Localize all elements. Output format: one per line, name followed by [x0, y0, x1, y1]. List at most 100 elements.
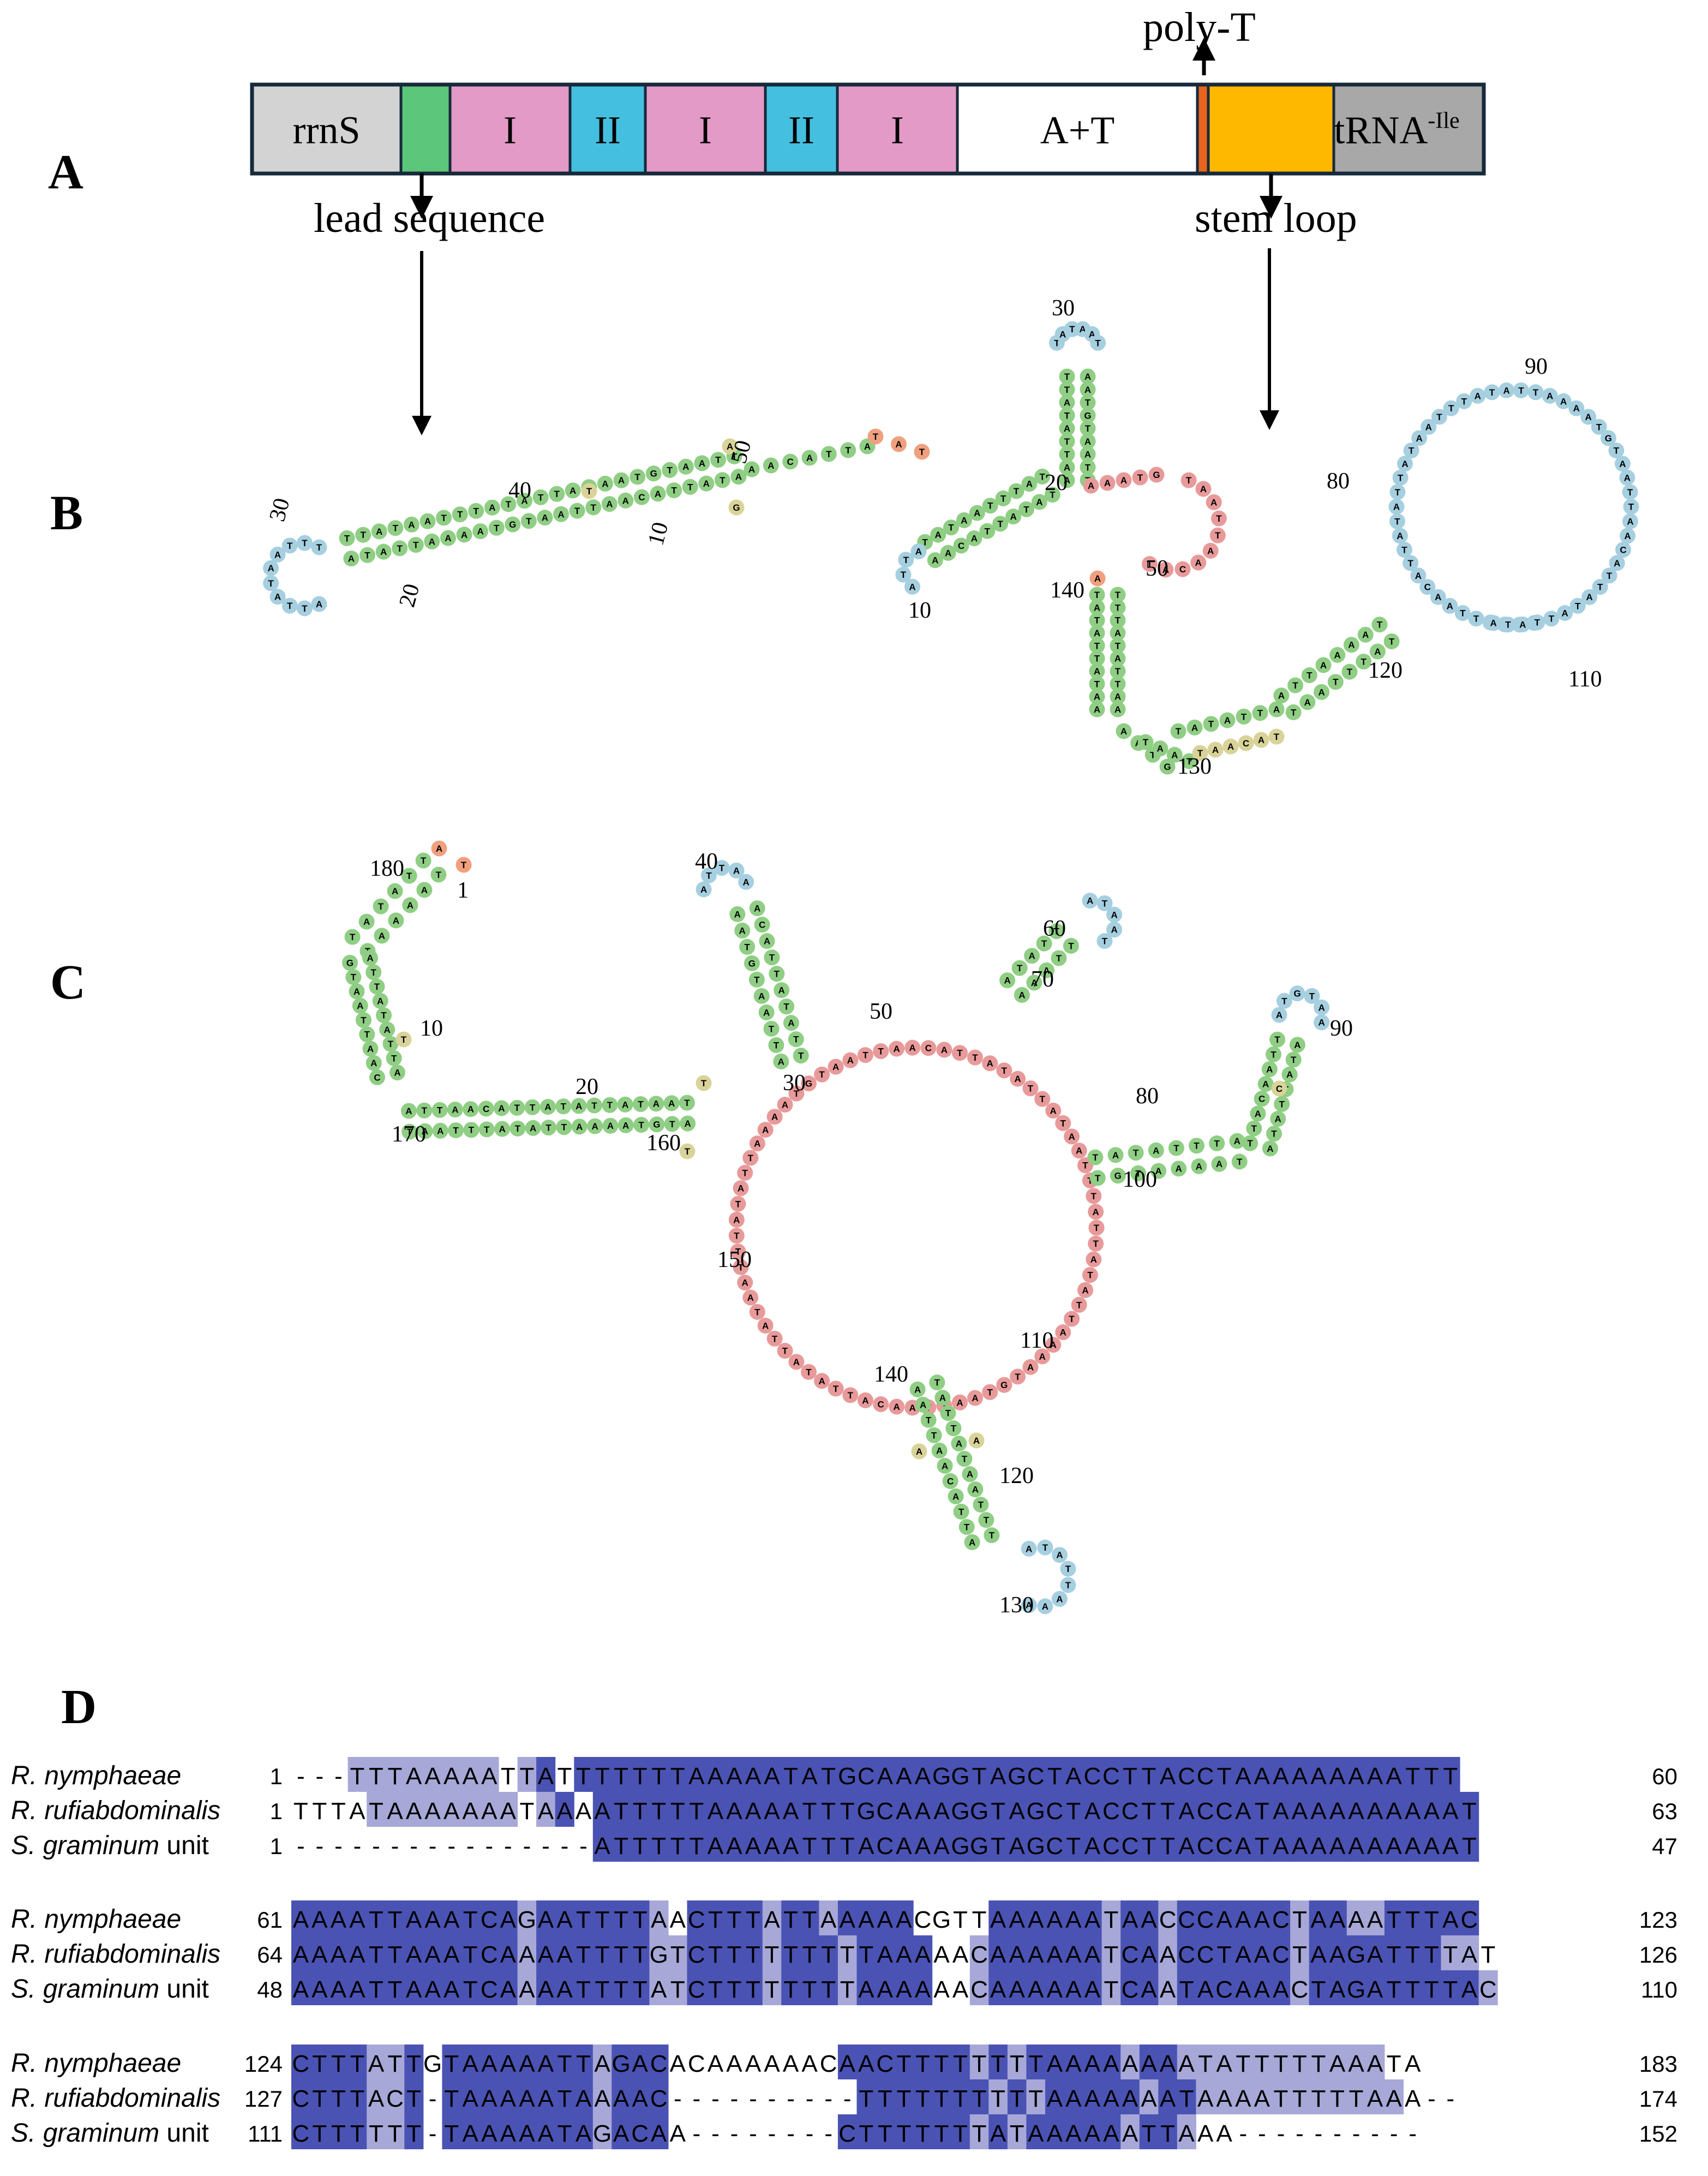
svg-text:T: T	[859, 2085, 873, 2112]
svg-text:A: A	[1111, 910, 1117, 920]
nucleotide: T	[373, 898, 389, 914]
nucleotide: A	[1031, 494, 1047, 510]
svg-text:A: A	[500, 1798, 517, 1825]
svg-text:A: A	[956, 1397, 963, 1408]
svg-text:T: T	[371, 967, 377, 978]
svg-text:T: T	[316, 542, 322, 553]
nucleotide: A	[1077, 1282, 1093, 1298]
svg-text:T: T	[735, 1199, 741, 1209]
nucleotide: T	[359, 1026, 375, 1043]
svg-text:T: T	[735, 1247, 741, 1257]
svg-text:C: C	[1197, 1906, 1214, 1933]
nucleotide: T	[662, 462, 678, 478]
svg-text:-: -	[674, 2085, 682, 2112]
nucleotide: T	[1168, 1140, 1184, 1156]
svg-text:T: T	[896, 2120, 911, 2147]
svg-text:T: T	[972, 1763, 987, 1790]
nucleotide: A	[1010, 1071, 1026, 1087]
species-name: R. rufiabdominalis	[11, 2084, 220, 2113]
svg-text:C: C	[820, 2051, 837, 2077]
svg-text:A: A	[1318, 687, 1325, 697]
svg-text:A: A	[1405, 2051, 1421, 2077]
svg-text:T: T	[1237, 1157, 1243, 1167]
svg-text:A: A	[274, 549, 281, 560]
svg-text:A: A	[368, 2085, 385, 2112]
svg-text:A: A	[896, 1798, 912, 1825]
nucleotide: A	[374, 928, 390, 944]
svg-text:T: T	[1147, 559, 1153, 570]
svg-text:T: T	[1389, 636, 1395, 647]
nucleotide: A	[828, 1059, 844, 1075]
nucleotide: A	[909, 1381, 926, 1397]
nucleotide: T	[1036, 935, 1052, 952]
svg-text:T: T	[1093, 1239, 1099, 1249]
svg-text:T: T	[391, 1053, 397, 1063]
svg-text:T: T	[738, 1262, 744, 1272]
svg-text:A: A	[367, 1044, 374, 1054]
svg-text:T: T	[633, 1906, 648, 1933]
svg-text:T: T	[558, 1763, 572, 1790]
nucleotide: T	[430, 866, 447, 883]
svg-text:A: A	[1114, 692, 1121, 702]
svg-text:T: T	[689, 1798, 704, 1825]
nucleotide: A	[969, 505, 985, 521]
nucleotide: T	[1608, 443, 1625, 459]
nucleotide: T	[1059, 407, 1075, 423]
svg-text:A: A	[1094, 704, 1100, 715]
svg-text:A: A	[444, 1906, 460, 1933]
svg-text:A: A	[915, 1833, 931, 1860]
svg-text:A: A	[538, 1763, 554, 1790]
svg-text:A: A	[1103, 2120, 1119, 2147]
nucleotide: A	[1021, 1540, 1037, 1557]
svg-text:A: A	[1216, 2085, 1233, 2112]
svg-text:A: A	[463, 2085, 479, 2112]
svg-text:C: C	[1102, 1833, 1120, 1860]
svg-text:T: T	[1292, 1906, 1307, 1933]
svg-text:G: G	[1347, 1941, 1365, 1968]
nucleotide: T	[488, 519, 505, 536]
svg-text:A: A	[1009, 1976, 1026, 2003]
nucleotide: T	[1529, 614, 1545, 631]
nucleotide: T	[585, 499, 602, 516]
svg-text:A: A	[1235, 1763, 1251, 1790]
svg-text:T: T	[798, 1051, 804, 1061]
nucleotide: T	[1252, 705, 1268, 721]
svg-text:T: T	[1014, 486, 1020, 497]
svg-text:T: T	[922, 537, 928, 547]
svg-text:A: A	[500, 1906, 517, 1933]
svg-text:A: A	[1047, 2120, 1063, 2147]
svg-text:A: A	[942, 1461, 948, 1471]
svg-text:A: A	[349, 1941, 365, 1968]
svg-text:-: -	[1315, 2120, 1323, 2147]
svg-text:T: T	[774, 1040, 780, 1050]
svg-text:G: G	[653, 1120, 660, 1130]
bar-segment	[399, 83, 452, 175]
nucleotide: A	[1190, 554, 1207, 571]
nucleotide: A	[1055, 1324, 1071, 1341]
svg-text:A: A	[1122, 1906, 1138, 1933]
svg-text:G: G	[346, 958, 353, 968]
svg-text:-: -	[429, 2085, 437, 2112]
svg-text:T: T	[772, 1334, 778, 1344]
svg-text:A: A	[384, 1025, 391, 1035]
svg-text:T: T	[1281, 996, 1287, 1006]
svg-text:T: T	[1094, 615, 1100, 626]
svg-text:A: A	[1060, 1328, 1066, 1338]
svg-text:A: A	[1120, 475, 1127, 486]
svg-text:A: A	[1191, 722, 1198, 733]
svg-text:T: T	[783, 1002, 789, 1012]
nucleotide: A	[1299, 694, 1316, 710]
svg-text:T: T	[1533, 387, 1539, 398]
nucleotide: T	[1327, 674, 1344, 690]
svg-text:tRNA-Ile: tRNA-Ile	[1334, 109, 1459, 152]
nucleotide: T	[730, 1244, 746, 1260]
nucleotide: A	[728, 862, 745, 878]
svg-text:G: G	[932, 1763, 951, 1790]
svg-text:A: A	[1310, 1941, 1327, 1968]
svg-text:T: T	[1040, 471, 1046, 482]
nucleotide: T	[478, 1121, 495, 1138]
nucleotide: A	[403, 516, 419, 533]
nucleotide: A	[1150, 1163, 1167, 1179]
nucleotide: T	[820, 446, 837, 462]
nucleotide: T	[463, 1122, 480, 1138]
